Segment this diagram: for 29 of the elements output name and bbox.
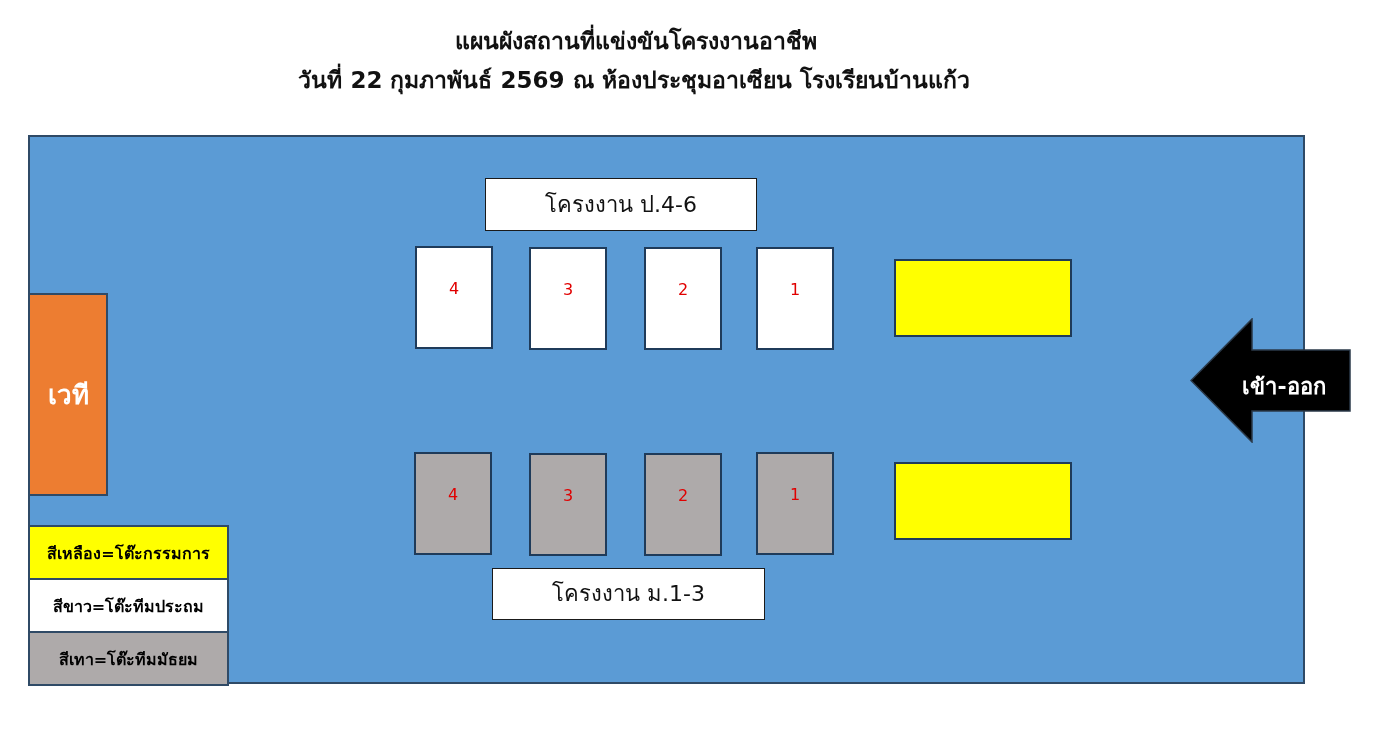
legend-text: สีเหลือง=โต๊ะกรรมการ — [47, 543, 210, 564]
table-number: 3 — [562, 486, 574, 506]
team-table — [414, 452, 492, 555]
team-table — [415, 246, 493, 349]
team-table — [644, 453, 722, 556]
table-number: 4 — [448, 279, 460, 299]
team-table — [756, 452, 834, 555]
table-number: 2 — [677, 280, 689, 300]
sign-text: โครงงาน ป.4-6 — [545, 190, 697, 219]
entrance-arrow — [1190, 318, 1351, 443]
legend-text: สีเทา=โต๊ะทีมมัธยม — [58, 649, 199, 670]
table-number: 1 — [789, 485, 801, 505]
table-number: 2 — [677, 486, 689, 506]
team-table — [529, 247, 607, 350]
sign-text: โครงงาน ม.1-3 — [552, 580, 705, 608]
judge-table — [894, 462, 1072, 540]
table-number: 3 — [562, 280, 574, 300]
stage-label: เวที — [47, 378, 89, 411]
table-number: 1 — [789, 280, 801, 300]
arrow-label: เข้า-ออก — [1242, 373, 1326, 401]
team-table — [756, 247, 834, 350]
team-table — [644, 247, 722, 350]
judge-table — [894, 259, 1072, 337]
stage — [28, 293, 108, 496]
team-table — [529, 453, 607, 556]
table-number: 4 — [447, 485, 459, 505]
section-sign — [492, 568, 765, 620]
legend-text: สีขาว=โต๊ะทีมประถม — [52, 596, 205, 617]
section-sign — [485, 178, 757, 231]
